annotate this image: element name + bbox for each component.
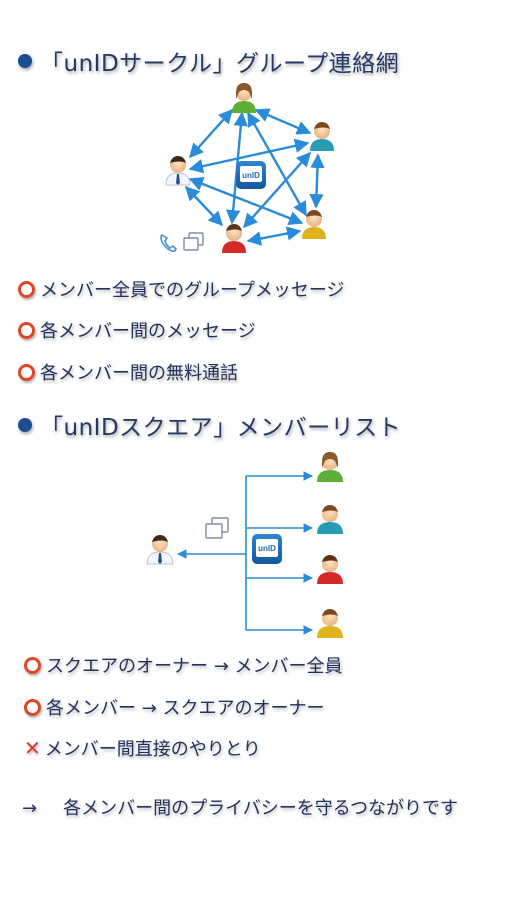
network-link (309, 153, 325, 209)
conclusion: → 各メンバー間のプライバシーを守るつながりです (22, 793, 502, 825)
circle-ok-icon (18, 321, 35, 339)
unid-logo: unID (252, 534, 282, 564)
circle-ok-icon (18, 363, 35, 381)
section1-item-text: 各メンバー間の無料通話 (40, 363, 238, 384)
section2-heading: 「unIDスクエア」メンバーリスト (18, 408, 401, 442)
bullet-icon (18, 418, 32, 432)
owner-person-icon (146, 535, 174, 565)
cross-ng-icon: ✕ (24, 736, 41, 760)
network-link (243, 151, 311, 229)
network-link (189, 108, 233, 159)
section1-item: 各メンバー間の無料通話 (18, 359, 238, 385)
chat-icon (205, 517, 229, 539)
member-green-icon (317, 452, 343, 482)
circle-ok-icon (18, 280, 35, 298)
square-member-diagram: unID (146, 452, 343, 638)
circle-ok-icon (24, 698, 41, 716)
logo-text: unID (258, 544, 276, 553)
phone-icon (160, 233, 177, 253)
circle-network-diagram: unID (160, 83, 334, 253)
conclusion-text: 各メンバー間のプライバシーを守るつながりです (63, 798, 459, 819)
person-teal-icon (310, 122, 334, 151)
section2-item: 各メンバー → スクエアのオーナー (24, 694, 325, 720)
section1-heading: 「unIDサークル」グループ連絡網 (18, 44, 399, 78)
section1-item: 各メンバー間のメッセージ (18, 317, 256, 343)
section2-ng-item-text: メンバー間直接のやりとり (44, 739, 261, 760)
person-white-shirt-icon (165, 156, 191, 186)
chat-icon (183, 232, 204, 251)
member-red-icon (317, 555, 343, 584)
network-link (246, 226, 302, 246)
section2-ng-item: ✕ メンバー間直接のやりとり (24, 735, 261, 761)
arrow-right-icon: → (22, 798, 38, 819)
section1-heading-text: 「unIDサークル」グループ連絡網 (40, 51, 400, 77)
member-teal-icon (317, 505, 343, 534)
person-yellow-icon (302, 210, 326, 239)
section2-item-text: スクエアのオーナー → メンバー全員 (46, 656, 343, 677)
section2-item-text: 各メンバー → スクエアのオーナー (46, 698, 325, 719)
logo-text: unID (242, 171, 260, 180)
member-yellow-icon (317, 609, 343, 638)
person-red-icon (222, 224, 246, 253)
circle-ok-icon (24, 656, 41, 674)
section2-item: スクエアのオーナー → メンバー全員 (24, 652, 343, 678)
person-green-icon (232, 83, 256, 113)
network-link (254, 108, 312, 135)
section1-item-text: メンバー全員でのグループメッセージ (40, 280, 345, 301)
bullet-icon (18, 54, 32, 68)
section2-heading-text: 「unIDスクエア」メンバーリスト (40, 415, 402, 441)
section1-item: メンバー全員でのグループメッセージ (18, 276, 345, 302)
section1-item-text: 各メンバー間のメッセージ (40, 321, 256, 342)
network-link (185, 185, 223, 227)
unid-logo: unID (236, 161, 266, 189)
